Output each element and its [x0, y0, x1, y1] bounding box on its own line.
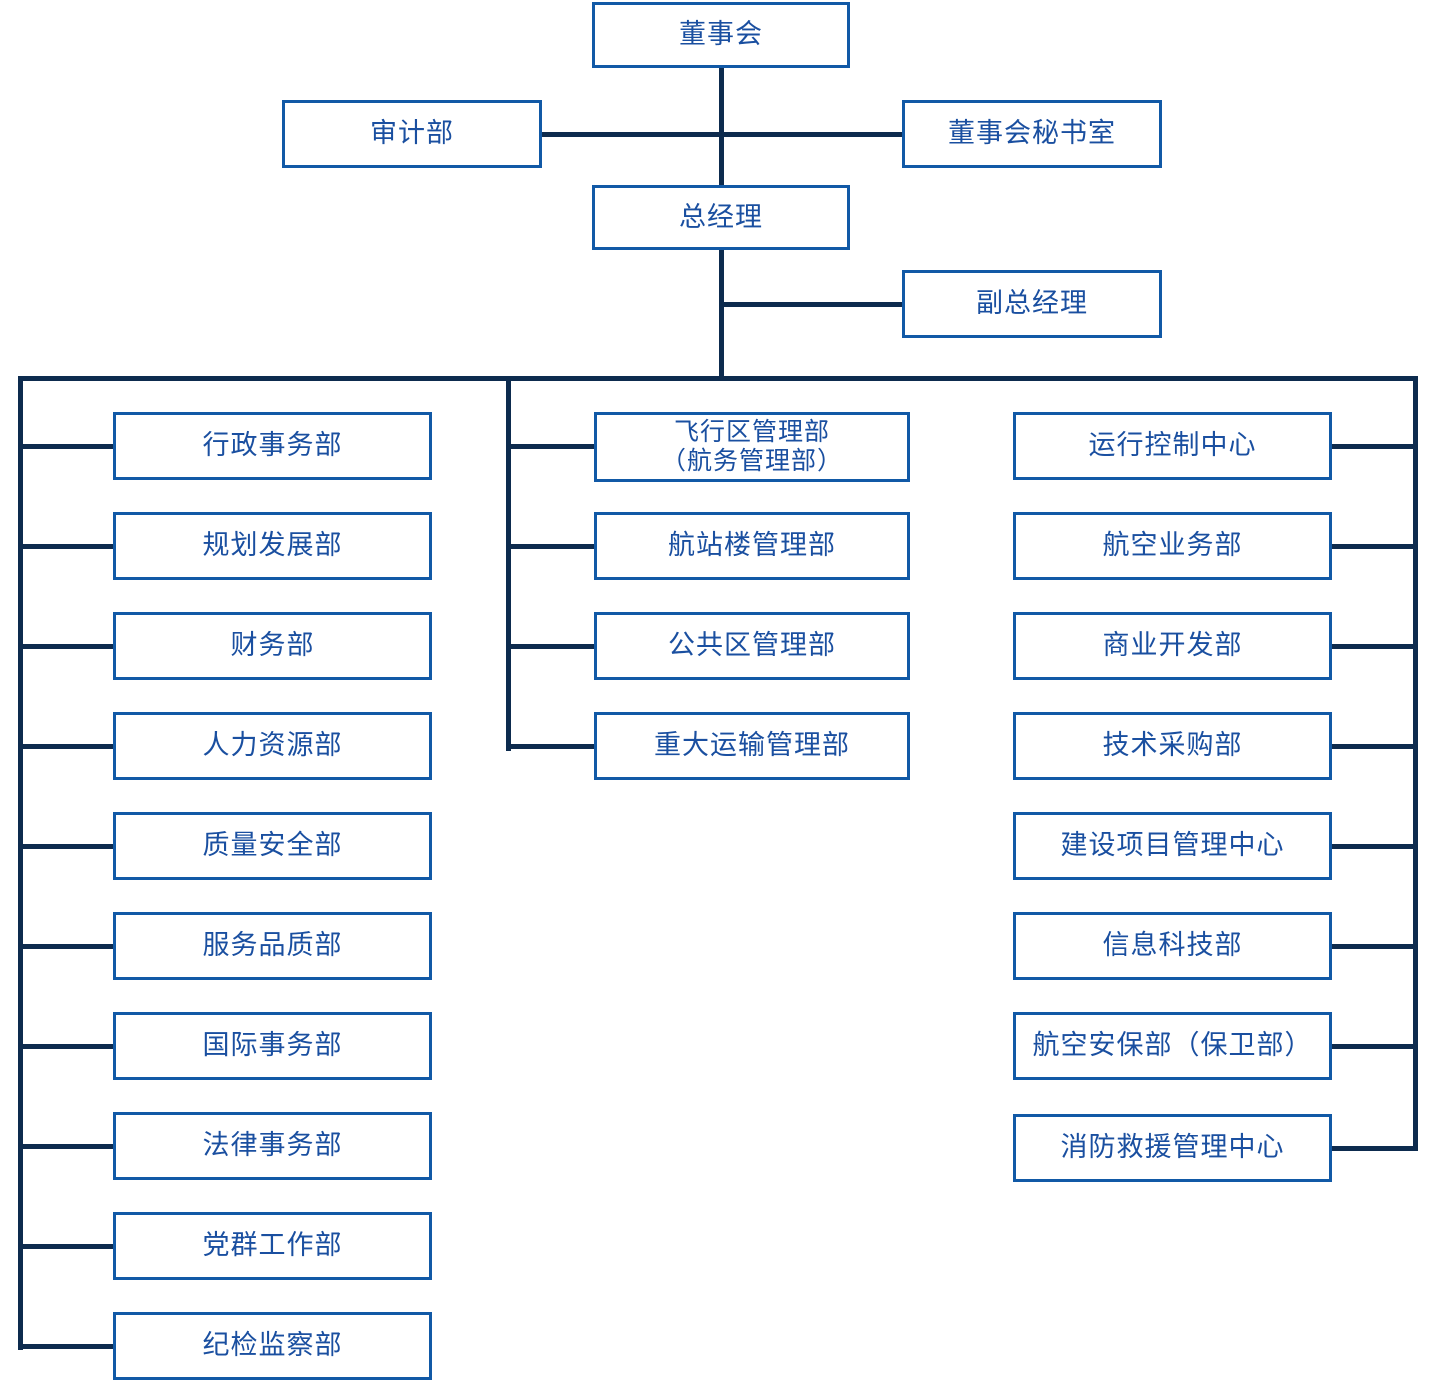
connector-right-trunk: [1413, 376, 1418, 1151]
connector-right-2: [1332, 544, 1418, 549]
node-audit-dept[interactable]: 审计部: [282, 100, 542, 168]
connector-left-4: [18, 744, 113, 749]
node-left-2[interactable]: 规划发展部: [113, 512, 432, 580]
connector-left-7: [18, 1044, 113, 1049]
node-left-9[interactable]: 党群工作部: [113, 1212, 432, 1280]
connector-main-bus: [18, 376, 1418, 381]
node-right-8[interactable]: 消防救援管理中心: [1013, 1114, 1332, 1182]
connector-left-2: [18, 544, 113, 549]
node-left-7[interactable]: 国际事务部: [113, 1012, 432, 1080]
connector-left-6: [18, 944, 113, 949]
connector-deputy-gm: [719, 302, 902, 307]
connector-left-5: [18, 844, 113, 849]
node-middle-3[interactable]: 公共区管理部: [594, 612, 910, 680]
node-middle-2[interactable]: 航站楼管理部: [594, 512, 910, 580]
node-general-manager[interactable]: 总经理: [592, 185, 850, 250]
connector-middle-1: [506, 444, 594, 449]
connector-right-6: [1332, 944, 1418, 949]
connector-to-general-manager: [719, 132, 724, 185]
node-right-6[interactable]: 信息科技部: [1013, 912, 1332, 980]
node-board[interactable]: 董事会: [592, 2, 850, 68]
node-right-1[interactable]: 运行控制中心: [1013, 412, 1332, 480]
connector-gm-down: [719, 250, 724, 380]
connector-right-3: [1332, 644, 1418, 649]
connector-middle-2: [506, 544, 594, 549]
node-right-4[interactable]: 技术采购部: [1013, 712, 1332, 780]
node-left-1[interactable]: 行政事务部: [113, 412, 432, 480]
connector-middle-trunk: [506, 376, 511, 751]
node-right-3[interactable]: 商业开发部: [1013, 612, 1332, 680]
node-middle-1[interactable]: 飞行区管理部 （航务管理部）: [594, 412, 910, 482]
node-left-8[interactable]: 法律事务部: [113, 1112, 432, 1180]
connector-left-10: [18, 1344, 113, 1349]
connector-middle-4: [506, 744, 594, 749]
connector-left-3: [18, 644, 113, 649]
connector-right-7: [1332, 1044, 1418, 1049]
connector-left-9: [18, 1244, 113, 1249]
node-right-5[interactable]: 建设项目管理中心: [1013, 812, 1332, 880]
node-left-6[interactable]: 服务品质部: [113, 912, 432, 980]
node-board-secretary-office[interactable]: 董事会秘书室: [902, 100, 1162, 168]
node-right-2[interactable]: 航空业务部: [1013, 512, 1332, 580]
node-left-10[interactable]: 纪检监察部: [113, 1312, 432, 1380]
node-left-3[interactable]: 财务部: [113, 612, 432, 680]
connector-middle-3: [506, 644, 594, 649]
connector-left-trunk: [18, 376, 23, 1350]
connector-left-1: [18, 444, 113, 449]
node-left-5[interactable]: 质量安全部: [113, 812, 432, 880]
connector-right-4: [1332, 744, 1418, 749]
node-middle-4[interactable]: 重大运输管理部: [594, 712, 910, 780]
connector-board-down: [719, 68, 724, 134]
node-right-7[interactable]: 航空安保部（保卫部）: [1013, 1012, 1332, 1080]
connector-left-8: [18, 1144, 113, 1149]
connector-right-5: [1332, 844, 1418, 849]
connector-right-1: [1332, 444, 1418, 449]
node-left-4[interactable]: 人力资源部: [113, 712, 432, 780]
connector-right-8: [1332, 1146, 1418, 1151]
node-deputy-general-manager[interactable]: 副总经理: [902, 270, 1162, 338]
